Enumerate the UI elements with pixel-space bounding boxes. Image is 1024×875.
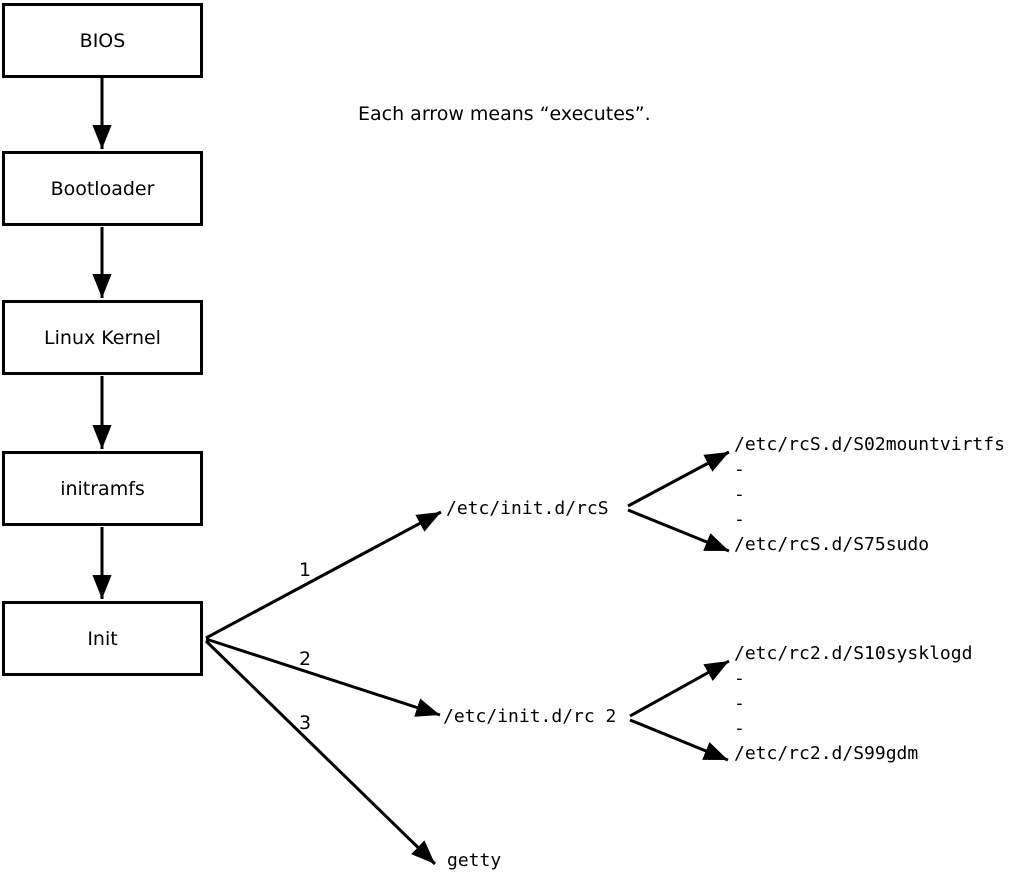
rcS-script-list: /etc/rcS.d/S02mountvirtfs - - - /etc/rcS…	[734, 432, 1005, 557]
list-item: /etc/rc2.d/S10sysklogd	[734, 643, 973, 664]
list-item: /etc/rcS.d/S02mountvirtfs	[734, 434, 1005, 455]
label-etc-init-d-rcS: /etc/init.d/rcS	[446, 498, 609, 519]
branch-3-number: 3	[299, 712, 312, 734]
box-bootloader: Bootloader	[2, 151, 203, 226]
list-item: -	[734, 718, 745, 739]
rc2-script-list: /etc/rc2.d/S10sysklogd - - - /etc/rc2.d/…	[734, 641, 972, 766]
list-item: -	[734, 459, 745, 480]
arrow-rcS-to-s75sudo	[627, 508, 730, 553]
box-init-label: Init	[87, 627, 118, 650]
box-linux-kernel-label: Linux Kernel	[44, 326, 161, 349]
list-item: -	[734, 693, 745, 714]
label-etc-init-d-rc2: /etc/init.d/rc 2	[443, 706, 617, 727]
arrow-rc2-to-s99gdm	[629, 718, 729, 762]
arrow-init-to-rcS	[205, 510, 442, 640]
caption: Each arrow means “executes”.	[358, 103, 651, 125]
arrow-rcS-to-s02mountvirtfs	[627, 450, 730, 508]
box-init: Init	[2, 601, 203, 676]
box-initramfs: initramfs	[2, 451, 203, 526]
list-item: -	[734, 668, 745, 689]
box-bootloader-label: Bootloader	[50, 177, 155, 200]
box-initramfs-label: initramfs	[60, 477, 145, 500]
branch-2-number: 2	[299, 648, 312, 670]
list-item: /etc/rc2.d/S99gdm	[734, 743, 919, 764]
box-bios-label: BIOS	[79, 29, 126, 52]
arrow-init-to-rc2	[205, 637, 441, 717]
arrow-init-to-getty	[204, 639, 437, 866]
box-linux-kernel: Linux Kernel	[2, 300, 203, 375]
list-item: -	[734, 509, 745, 530]
list-item: /etc/rcS.d/S75sudo	[734, 534, 930, 555]
branch-1-number: 1	[299, 559, 312, 581]
list-item: -	[734, 484, 745, 505]
box-bios: BIOS	[2, 3, 203, 78]
label-getty: getty	[447, 850, 502, 871]
arrow-rc2-to-s10sysklogd	[629, 659, 730, 718]
